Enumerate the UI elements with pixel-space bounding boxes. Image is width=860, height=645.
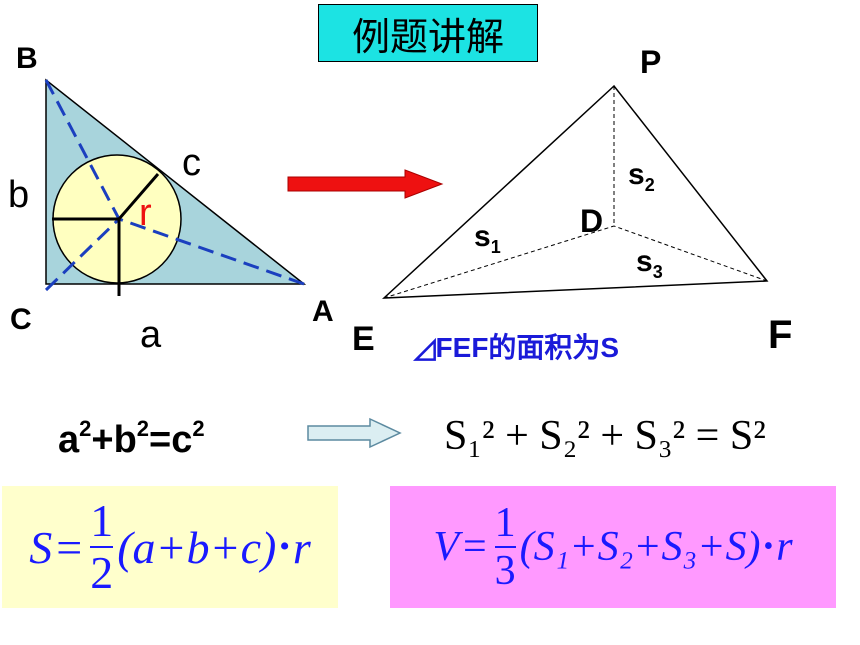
radius-to-c-side: [117, 173, 160, 220]
triangle-symbol-icon: ◿: [414, 332, 436, 363]
face-s3-label: s3: [636, 245, 663, 282]
hollow-arrow: [307, 417, 402, 449]
radius-label: r: [139, 192, 152, 234]
area-caption: ◿FEF的面积为S: [414, 332, 620, 363]
formula-3d-bg: [390, 486, 836, 608]
pyramid-edge-ed: [383, 225, 615, 299]
vertex-d-label: D: [580, 203, 604, 239]
vertex-e-label: E: [352, 320, 375, 358]
pythagoras-3d: S₁² + S₂² + S₃² = S²: [444, 413, 766, 459]
red-arrow: [287, 169, 444, 199]
vertex-c-label: C: [10, 303, 32, 336]
face-s1-label: s1: [474, 220, 501, 257]
dash-c-to-center: [44, 217, 121, 292]
title-box: 例题讲解: [318, 4, 538, 62]
vertex-f-label: F: [768, 313, 793, 357]
side-a-label: a: [140, 314, 162, 356]
pyramid-outline: [381, 84, 769, 299]
side-b-label: b: [8, 174, 30, 216]
vertex-p-label: P: [640, 44, 662, 80]
dash-a-to-center: [118, 217, 305, 286]
vertex-b-label: B: [16, 42, 38, 75]
formula-2d-bg: [2, 486, 338, 608]
pyramid-edge-fd: [613, 225, 768, 282]
side-c-label: c: [182, 142, 201, 184]
vertex-a-label: A: [312, 295, 334, 328]
dash-b-to-center: [44, 79, 121, 220]
pythagoras-2d: a2+b2=c2: [58, 416, 205, 461]
face-s2-label: s2: [628, 158, 655, 195]
